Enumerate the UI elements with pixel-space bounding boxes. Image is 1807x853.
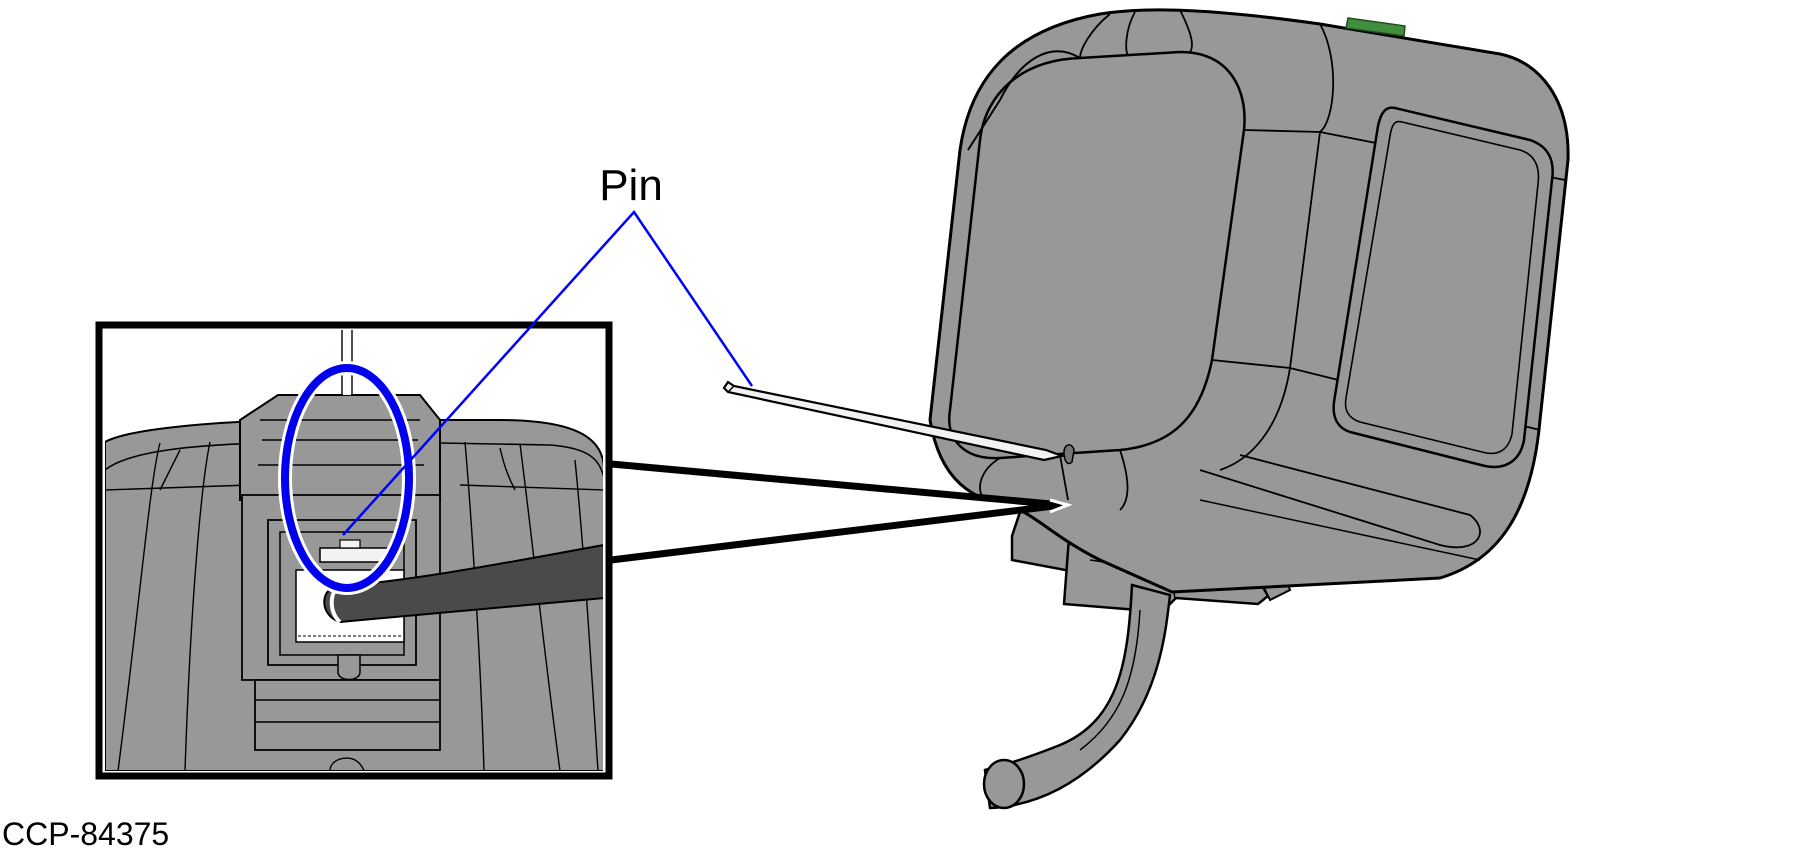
highlight-ring <box>278 361 416 595</box>
figure-id: CCP-84375 <box>2 816 169 852</box>
callout-label-pin: Pin <box>599 161 663 210</box>
zoom-connector <box>610 460 1073 564</box>
pin <box>722 380 1066 462</box>
hook-cable <box>982 583 1172 810</box>
callout-leader-lines <box>342 209 754 536</box>
callout: Pin <box>342 161 754 536</box>
pin-hole <box>1063 444 1075 465</box>
side-panel <box>1332 106 1554 469</box>
inset-detail <box>95 321 613 780</box>
device-illustration <box>928 8 1570 810</box>
front-face <box>947 50 1246 460</box>
top-tab <box>1345 17 1406 37</box>
